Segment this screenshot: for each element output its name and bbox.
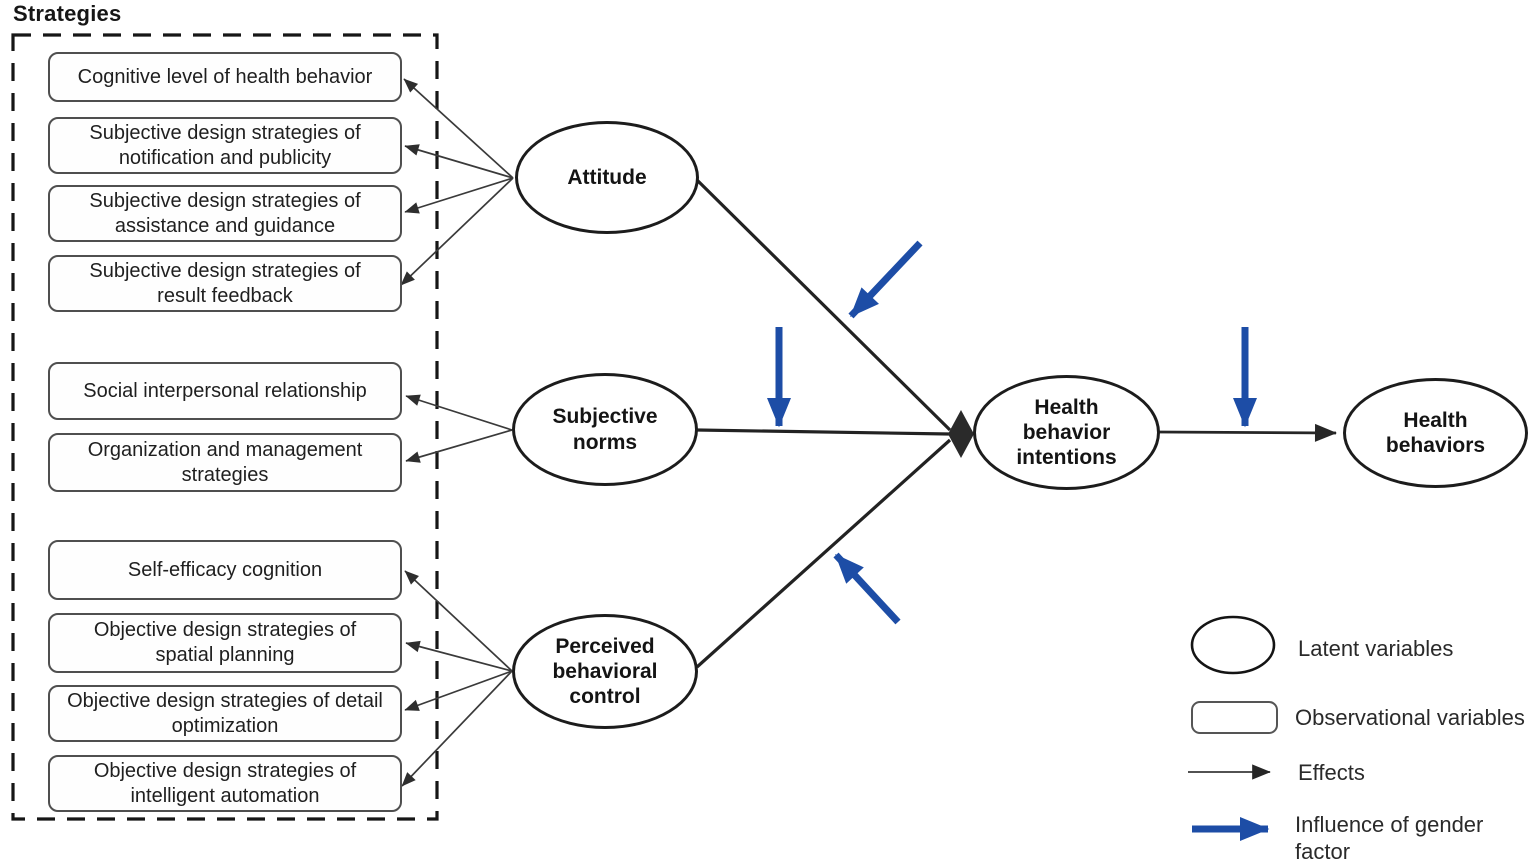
pbc-effect-arrows [401, 570, 513, 787]
subjective-norms-effect-arrows [405, 394, 513, 463]
node-health-behaviors: Health behaviors [1343, 378, 1528, 488]
box-detail-optimization: Objective design strategies of detail op… [48, 685, 402, 742]
legend-observational-label: Observational variables [1295, 705, 1525, 730]
attitude-effect-arrows [400, 78, 514, 286]
gender-arrow-pbc-path [833, 552, 901, 625]
gender-influence-arrows [767, 240, 1257, 625]
gender-arrow-attitude-path [848, 240, 923, 319]
node-attitude: Attitude [515, 121, 699, 234]
node-subjective-norms: Subjective norms [512, 373, 698, 486]
intentions-to-behaviors-arrow [1157, 423, 1337, 442]
convergence-diamond [948, 410, 974, 458]
legend-latent-icon [1190, 615, 1276, 675]
box-assistance-guidance: Subjective design strategies of assistan… [48, 185, 402, 242]
box-spatial-planning: Objective design strategies of spatial p… [48, 613, 402, 673]
box-cognitive-level: Cognitive level of health behavior [48, 52, 402, 102]
node-health-behavior-intentions: Health behavior intentions [973, 375, 1160, 490]
box-intelligent-automation: Objective design strategies of intellige… [48, 755, 402, 812]
box-organization-management: Organization and management strategies [48, 433, 402, 492]
box-social-relationship: Social interpersonal relationship [48, 362, 402, 420]
box-notification-publicity: Subjective design strategies of notifica… [48, 117, 402, 174]
legend-gender-label: Influence of gender factor [1295, 812, 1484, 864]
latent-structural-lines [695, 178, 952, 669]
legend-effects-label: Effects [1298, 760, 1365, 785]
strategies-title: Strategies [13, 1, 122, 26]
node-perceived-behavioral-control: Perceived behavioral control [512, 614, 698, 729]
legend-observational-icon [1191, 701, 1278, 734]
strategies-dashed-border [11, 33, 439, 821]
box-result-feedback: Subjective design strategies of result f… [48, 255, 402, 312]
legend-latent-label: Latent variables [1298, 636, 1454, 661]
box-self-efficacy: Self-efficacy cognition [48, 540, 402, 600]
